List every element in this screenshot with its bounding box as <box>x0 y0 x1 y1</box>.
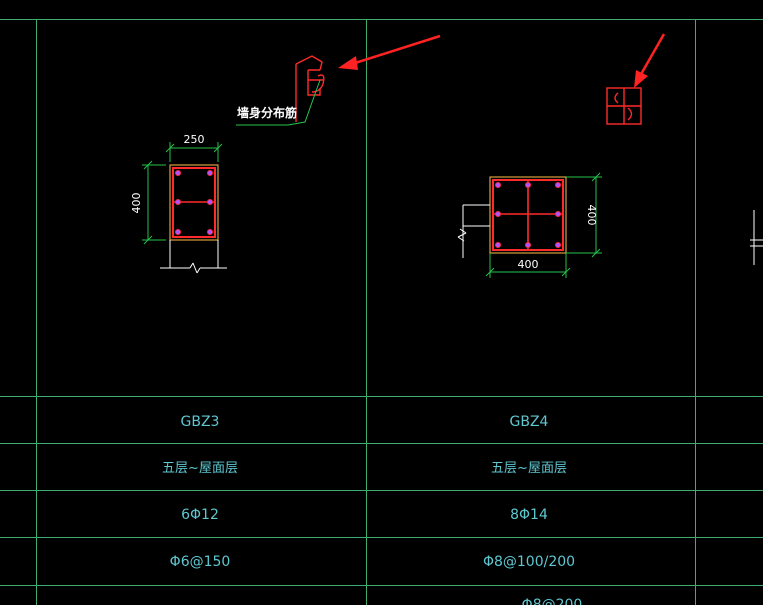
gbz4-stirrup-cell: Φ8@100/200 <box>483 554 575 570</box>
gbz3-stirrup-cell: Φ6@150 <box>170 554 231 570</box>
gbz4-floors-cell: 五层~屋面层 <box>491 461 567 476</box>
table-grid <box>0 19 763 605</box>
gbz4-wall-stub <box>457 204 490 258</box>
wall-bar-leader-label: 墙身分布筋 <box>237 105 297 120</box>
gbz3-width-label: 250 <box>184 133 205 146</box>
gbz4-height-label: 400 <box>585 205 598 226</box>
gbz3-width-dimension <box>165 142 223 162</box>
gbz3-column-outline <box>169 164 219 241</box>
table-column-gbz3: GBZ3 五层~屋面层 6Φ12 Φ6@150 <box>162 414 238 570</box>
gbz4-longitudinal-bars <box>494 181 562 248</box>
gbz3-wall-stub <box>160 240 227 274</box>
gbz4-width-label: 400 <box>518 258 539 271</box>
gbz3-floors-cell: 五层~屋面层 <box>162 461 238 476</box>
gbz4-section-detail: 400 400 <box>457 172 602 278</box>
annotation-arrow-right <box>634 33 666 88</box>
table-column-gbz4: GBZ4 五层~屋面层 8Φ14 Φ8@100/200 Φ8@200 <box>483 414 582 605</box>
partial-detail-right-edge <box>750 210 763 265</box>
gbz3-longitudinal-cell: 6Φ12 <box>181 507 219 523</box>
gbz3-longitudinal-bars <box>174 169 213 235</box>
gbz4-height-dimension <box>566 172 602 258</box>
gbz4-longitudinal-cell: 8Φ14 <box>510 507 548 523</box>
gbz3-height-label: 400 <box>130 193 143 214</box>
gbz4-name-cell: GBZ4 <box>510 414 549 430</box>
gbz4-column-outline <box>489 176 567 254</box>
wall-bar-leader-line <box>236 79 321 126</box>
gbz4-width-dimension <box>485 253 571 278</box>
gbz4-partial-row-cell: Φ8@200 <box>522 597 583 605</box>
gbz3-section-detail: 250 400 <box>130 133 227 274</box>
wall-distribution-bar-detail: 墙身分布筋 <box>236 55 325 126</box>
gbz3-height-dimension <box>142 160 166 245</box>
annotation-arrow-left <box>338 34 441 70</box>
gbz4-small-rebar-symbol <box>606 87 642 125</box>
gbz3-name-cell: GBZ3 <box>181 414 220 430</box>
